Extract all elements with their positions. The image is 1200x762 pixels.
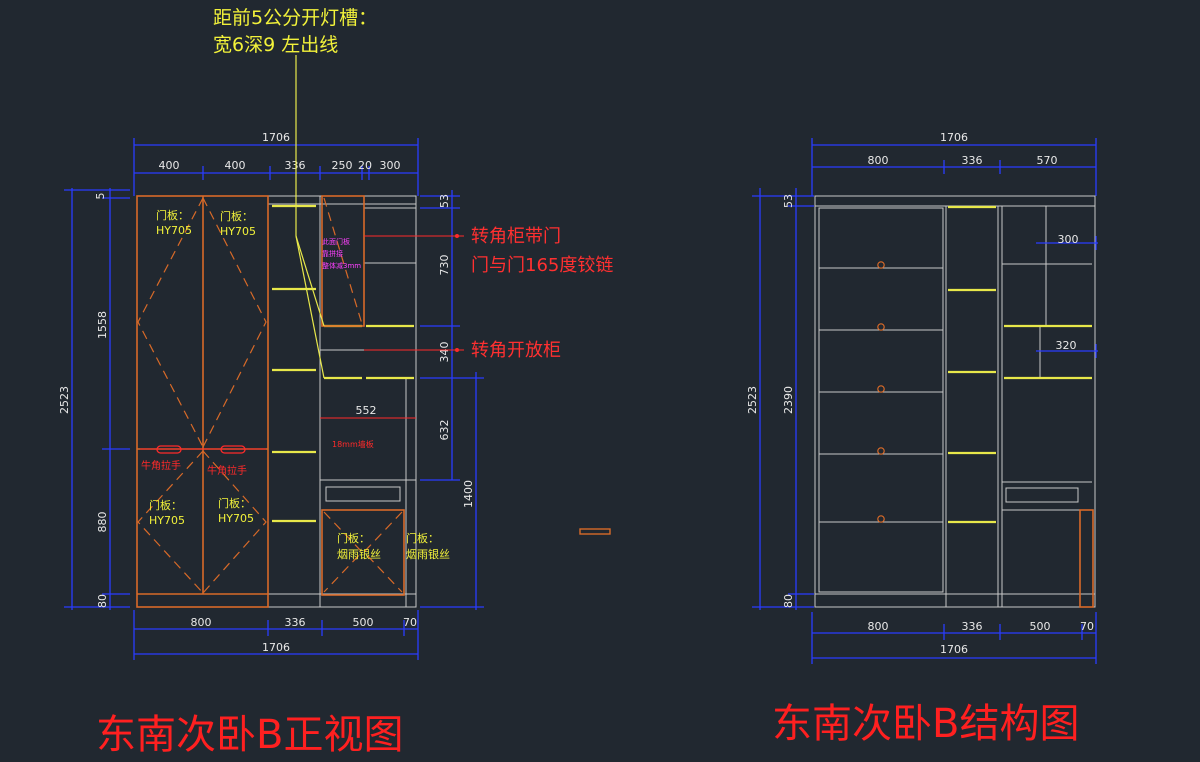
front-handles: 牛角拉手 牛角拉手	[140, 445, 266, 477]
front-view: 1706 400 400 336 250 20 300 2523 5 1558 …	[58, 55, 484, 758]
light-slot-line-2: 宽6深9 左出线	[213, 34, 338, 56]
front-doors	[136, 195, 405, 608]
structure-bottom-total: 1706	[940, 643, 968, 656]
handle-detail	[579, 528, 611, 535]
door-upper-1-line-1: 门板：	[156, 208, 189, 222]
front-left-seg-4: 80	[96, 594, 109, 608]
front-top-seg-4: 250	[332, 159, 353, 172]
door-upper-2-line-2: HY705	[220, 225, 256, 238]
front-bottom-seg-4: 70	[403, 616, 417, 629]
front-right-seg-4: 632	[438, 420, 451, 441]
structure-right-dims: 300 320	[1036, 233, 1098, 358]
front-annotation-leaders	[295, 55, 464, 379]
corner-note-line-2: 靠拼接	[322, 249, 343, 258]
front-top-total: 1706	[262, 131, 290, 144]
structure-top-seg-3: 570	[1037, 154, 1058, 167]
front-top-seg-3: 336	[285, 159, 306, 172]
front-bottom-dimensions: 800 336 500 70 1706	[133, 610, 419, 660]
leader-dot-upper-icon	[455, 234, 459, 238]
structure-top-dimensions: 1706 800 336 570	[811, 131, 1097, 196]
glass-door-2-line-1: 门板：	[406, 531, 439, 545]
front-view-title: 东南次卧B正视图	[96, 712, 403, 758]
door-lower-2-line-2: HY705	[218, 512, 254, 525]
structure-bottom-seg-4: 70	[1080, 620, 1094, 633]
structure-bottom-seg-2: 336	[962, 620, 983, 633]
corner-door-line-2: 门与门165度铰链	[471, 255, 613, 276]
front-left-dimensions: 2523 5 1558 880 80	[58, 188, 130, 610]
structure-cabinet-body	[814, 195, 1096, 608]
hanger-2-icon	[877, 323, 885, 331]
front-right-seg-3: 340	[438, 342, 451, 363]
front-bottom-seg-3: 500	[353, 616, 374, 629]
corner-open-label: 转角开放柜	[471, 340, 561, 361]
corner-note-line-1: 此面门板	[322, 237, 350, 246]
structure-bottom-seg-1: 800	[868, 620, 889, 633]
structure-top-seg-1: 800	[868, 154, 889, 167]
glass-door-1-line-2: 烟雨银丝	[337, 547, 381, 561]
glass-door-2-line-2: 烟雨银丝	[406, 547, 450, 561]
front-right-dimensions: 53 730 340 632 1400	[420, 190, 484, 610]
front-top-seg-5: 20	[358, 159, 372, 172]
front-inner-dim: 552	[356, 404, 377, 417]
structure-right-dim-2: 320	[1056, 339, 1077, 352]
corner-door-line-1: 转角柜带门	[471, 226, 561, 247]
corner-note-line-3: 整体减3mm	[322, 261, 361, 270]
structure-right-dim-1: 300	[1058, 233, 1079, 246]
front-shelf-lights	[272, 204, 414, 523]
front-door-labels: 门板： HY705 门板： HY705 门板： HY705 门板： HY705 …	[149, 208, 450, 561]
front-top-dimensions: 1706 400 400 336 250 20 300	[133, 131, 419, 196]
annotations: 距前5公分开灯槽： 宽6深9 左出线 转角柜带门 门与门165度铰链 转角开放柜	[213, 7, 613, 361]
structure-view: 1706 800 336 570 2523 53 2390 80 800	[746, 131, 1098, 747]
front-left-seg-3: 880	[96, 512, 109, 533]
front-left-seg-2: 1558	[96, 311, 109, 339]
front-top-seg-1: 400	[159, 159, 180, 172]
structure-top-total: 1706	[940, 131, 968, 144]
structure-bottom-seg-3: 500	[1030, 620, 1051, 633]
structure-hangers	[877, 261, 885, 523]
structure-view-title: 东南次卧B结构图	[772, 701, 1079, 747]
front-right-seg-2: 730	[438, 255, 451, 276]
structure-shelf-lights	[948, 205, 1092, 524]
door-lower-1-line-1: 门板：	[149, 498, 182, 512]
structure-left-seg-2: 2390	[782, 386, 795, 414]
door-upper-1-line-2: HY705	[156, 224, 192, 237]
handle-label-2: 牛角拉手	[207, 464, 247, 477]
structure-left-total: 2523	[746, 386, 759, 414]
light-slot-line-1: 距前5公分开灯槽：	[213, 7, 377, 29]
front-top-seg-6: 300	[380, 159, 401, 172]
structure-top-seg-2: 336	[962, 154, 983, 167]
hanger-4-icon	[877, 447, 885, 455]
door-lower-2-line-1: 门板：	[218, 496, 251, 510]
structure-bottom-dimensions: 800 336 500 70 1706	[811, 612, 1097, 664]
front-left-total: 2523	[58, 386, 71, 414]
door-upper-2-line-1: 门板：	[220, 209, 253, 223]
front-board-note: 18mm墙板	[332, 439, 374, 449]
front-right-tall: 1400	[462, 480, 475, 508]
handle-label-1: 牛角拉手	[141, 459, 181, 472]
handle-detail-icon	[579, 528, 611, 535]
structure-left-dimensions: 2523 53 2390 80	[746, 188, 814, 610]
leader-dot-lower-icon	[455, 348, 459, 352]
hanger-3-icon	[877, 385, 885, 393]
hanger-1-icon	[877, 261, 885, 269]
front-right-seg-1: 53	[438, 194, 451, 208]
front-top-seg-2: 400	[225, 159, 246, 172]
front-left-seg-1: 5	[94, 193, 107, 200]
front-bottom-seg-1: 800	[191, 616, 212, 629]
structure-left-seg-1: 53	[782, 194, 795, 208]
front-bottom-total: 1706	[262, 641, 290, 654]
front-bottom-seg-2: 336	[285, 616, 306, 629]
door-lower-1-line-2: HY705	[149, 514, 185, 527]
hanger-5-icon	[877, 515, 885, 523]
glass-door-1-line-1: 门板：	[337, 531, 370, 545]
structure-left-seg-3: 80	[782, 594, 795, 608]
